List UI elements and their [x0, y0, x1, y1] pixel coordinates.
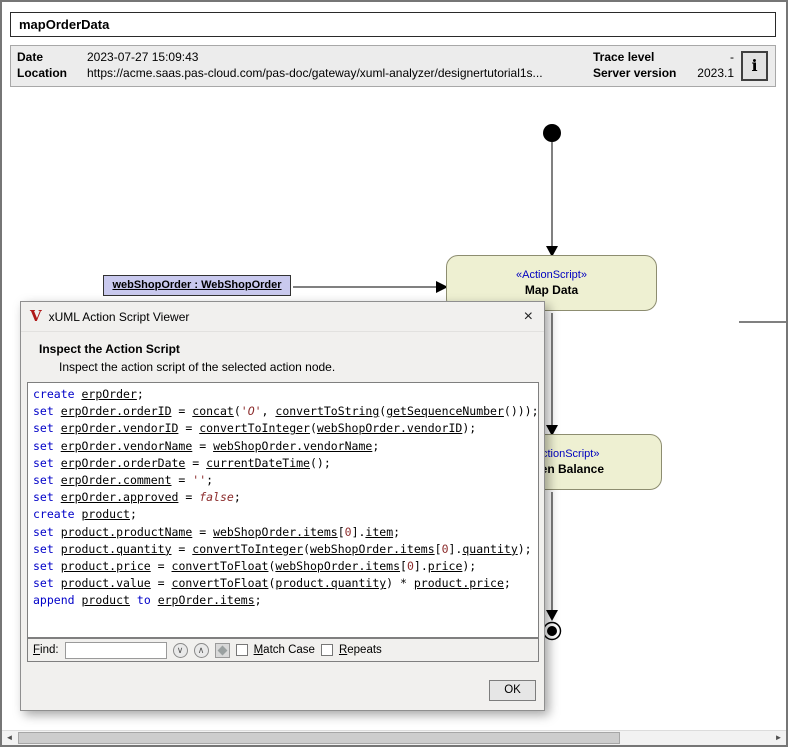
node-name: Map Data — [525, 283, 578, 297]
dialog-heading: Inspect the Action Script — [39, 342, 180, 356]
node-stereotype: «ActionScript» — [516, 269, 587, 281]
code-line: set product.value = convertToFloat(produ… — [33, 575, 533, 592]
code-line: set product.productName = webShopOrder.i… — [33, 524, 533, 541]
find-label: Find: — [33, 644, 59, 656]
match-case-checkbox[interactable] — [236, 644, 248, 656]
repeats-label[interactable]: Repeats — [339, 644, 382, 656]
code-line: create erpOrder; — [33, 386, 533, 403]
action-script-code-area[interactable]: create erpOrder;set erpOrder.orderID = c… — [27, 382, 539, 638]
horizontal-scrollbar[interactable]: ◄ ► — [2, 730, 786, 745]
code-line: set erpOrder.orderID = concat('O', conve… — [33, 403, 533, 420]
code-line: set erpOrder.comment = ''; — [33, 472, 533, 489]
xuml-logo-icon: V — [30, 309, 42, 324]
code-line: set erpOrder.vendorID = convertToInteger… — [33, 420, 533, 437]
scrollbar-thumb[interactable] — [18, 732, 620, 744]
code-line: create product; — [33, 506, 533, 523]
find-next-button[interactable]: ∨ — [173, 643, 188, 658]
code-line: set erpOrder.vendorName = webShopOrder.v… — [33, 438, 533, 455]
code-line: set product.price = convertToFloat(webSh… — [33, 558, 533, 575]
find-input[interactable] — [65, 642, 167, 659]
dialog-title: xUML Action Script Viewer — [49, 310, 515, 324]
scroll-left-icon[interactable]: ◄ — [2, 731, 17, 745]
code-line: append product to erpOrder.items; — [33, 592, 533, 609]
find-previous-button[interactable]: ∧ — [194, 643, 209, 658]
repeats-checkbox[interactable] — [321, 644, 333, 656]
ok-button[interactable]: OK — [489, 680, 536, 701]
arrowhead — [546, 610, 558, 621]
final-node-dot — [547, 626, 557, 636]
scroll-right-icon[interactable]: ► — [771, 731, 786, 745]
match-case-label[interactable]: Match Case — [254, 644, 315, 656]
object-node-webshoporder[interactable]: webShopOrder : WebShopOrder — [103, 275, 291, 296]
initial-node[interactable] — [543, 124, 561, 142]
code-line: set erpOrder.approved = false; — [33, 489, 533, 506]
find-toolbar: Find: ∨ ∧ Match Case Repeats — [27, 638, 539, 662]
action-script-viewer-dialog: V xUML Action Script Viewer × Inspect th… — [20, 301, 545, 711]
code-line: set erpOrder.orderDate = currentDateTime… — [33, 455, 533, 472]
dialog-subheading: Inspect the action script of the selecte… — [59, 360, 335, 374]
close-icon[interactable]: × — [522, 309, 535, 325]
code-line: set product.quantity = convertToInteger(… — [33, 541, 533, 558]
highlight-matches-button[interactable] — [215, 643, 230, 658]
dialog-titlebar[interactable]: V xUML Action Script Viewer × — [21, 302, 544, 332]
